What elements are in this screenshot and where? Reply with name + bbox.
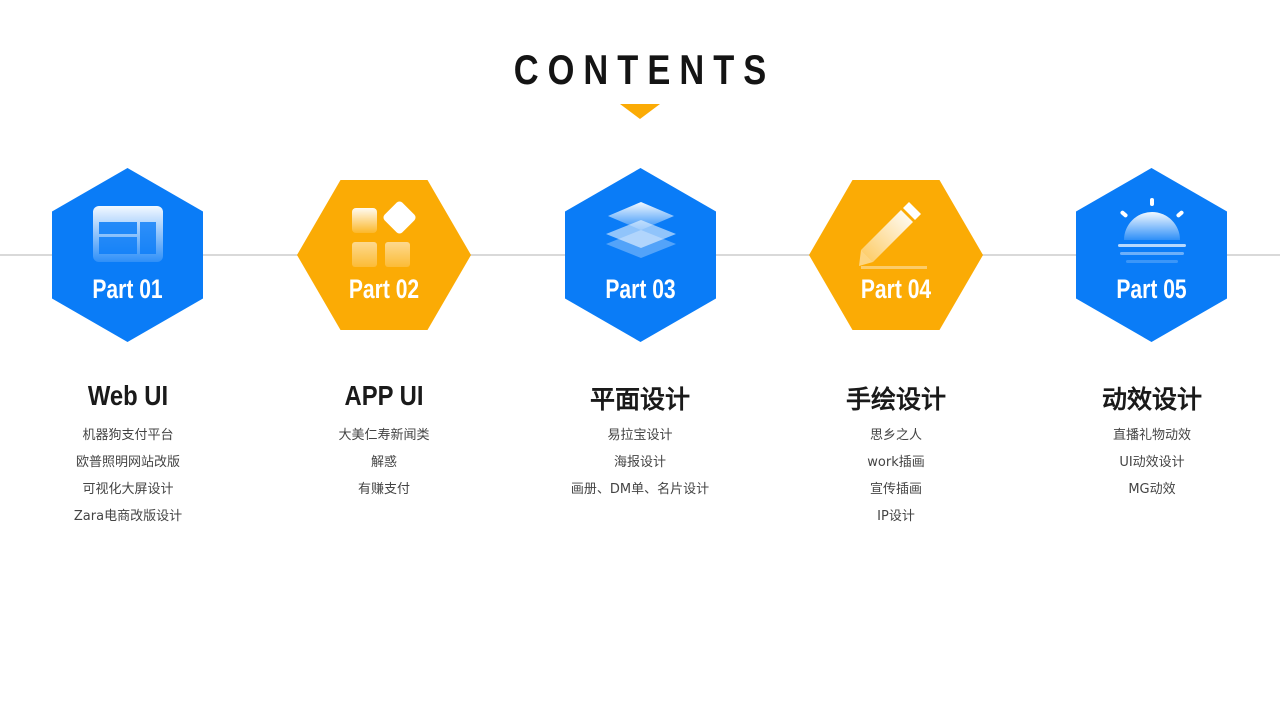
section-items: 易拉宝设计 海报设计 画册、DM单、名片设计	[520, 426, 760, 507]
list-item: 解惑	[370, 455, 397, 470]
sunrise-icon	[1118, 198, 1186, 263]
section-title: 平面设计	[589, 385, 690, 414]
list-item: 可视化大屏设计	[82, 482, 174, 497]
list-item: 宣传插画	[869, 482, 922, 497]
list-item: MG动效	[1128, 482, 1176, 497]
triangle-down-icon	[620, 104, 660, 119]
list-item: 思乡之人	[869, 428, 922, 443]
section-title: 手绘设计	[845, 385, 946, 414]
list-item: 欧普照明网站改版	[75, 455, 180, 470]
list-item: 机器狗支付平台	[82, 428, 174, 443]
part-label: Part 02	[348, 274, 420, 304]
list-item: 大美仁寿新闻类	[338, 428, 430, 443]
hexagon-badge[interactable]: Part 05	[1076, 168, 1227, 342]
hexagon-badge[interactable]: Part 03	[565, 168, 716, 342]
list-item: IP设计	[877, 509, 915, 524]
list-item: 直播礼物动效	[1112, 428, 1191, 443]
section-title: Web UI	[87, 380, 169, 411]
section-items: 机器狗支付平台 欧普照明网站改版 可视化大屏设计 Zara电商改版设计	[8, 426, 248, 534]
section-items: 大美仁寿新闻类 解惑 有赚支付	[264, 426, 504, 507]
hexagon-badge[interactable]: Part 04	[809, 180, 983, 330]
list-item: Zara电商改版设计	[73, 509, 183, 524]
part-label: Part 03	[605, 274, 676, 304]
part-label: Part 01	[92, 274, 163, 304]
part-label: Part 04	[860, 274, 932, 304]
web-layout-icon	[93, 206, 163, 262]
section-items: 思乡之人 work插画 宣传插画 IP设计	[776, 426, 1016, 534]
pencil-icon	[859, 202, 927, 269]
hexagon-badge[interactable]: Part 02	[297, 180, 471, 330]
list-item: 有赚支付	[357, 482, 410, 497]
list-item: work插画	[867, 455, 925, 470]
section-items: 直播礼物动效 UI动效设计 MG动效	[1032, 426, 1272, 507]
page-title: CONTENTS	[513, 46, 776, 93]
hexagon-badge[interactable]: Part 01	[52, 168, 203, 342]
section-title: APP UI	[344, 380, 424, 411]
list-item: 海报设计	[613, 455, 666, 470]
app-grid-icon	[352, 201, 416, 267]
list-item: 易拉宝设计	[607, 428, 673, 443]
section-title: 动效设计	[1101, 385, 1202, 414]
part-label: Part 05	[1116, 274, 1187, 304]
layers-icon	[606, 202, 676, 258]
list-item: UI动效设计	[1119, 455, 1185, 470]
list-item: 画册、DM单、名片设计	[570, 482, 710, 497]
